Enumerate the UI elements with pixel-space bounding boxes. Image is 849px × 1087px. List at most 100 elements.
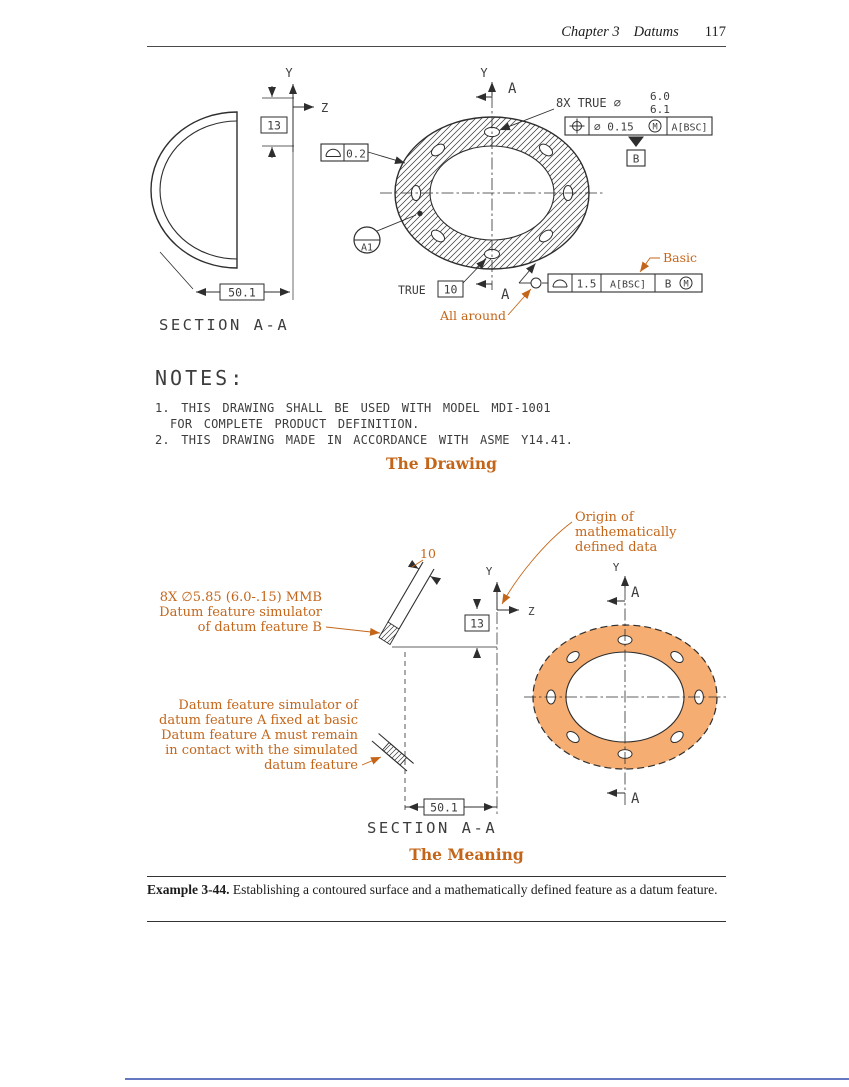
- y-axis-label: Y: [613, 561, 620, 574]
- dome-inner-profile: [159, 120, 238, 260]
- extension-line: [159, 251, 194, 290]
- sim-a-note-4: in contact with the simulated: [165, 743, 358, 758]
- leader-line: [518, 263, 536, 284]
- section-label: Datums: [633, 24, 679, 40]
- drawing-title: The Drawing: [385, 454, 498, 473]
- hole: [430, 143, 446, 157]
- simulator-b-leader: [325, 626, 381, 636]
- position-icon: [569, 118, 585, 134]
- basic-leader: [639, 257, 660, 273]
- datum-target-label: A1: [361, 243, 373, 254]
- notes-block: NOTES: 1. THIS DRAWING SHALL BE USED WIT…: [155, 366, 573, 448]
- leader-line: [367, 151, 406, 164]
- profile-value: 1.5: [577, 278, 597, 291]
- holes-callout-lower: 6.1: [650, 103, 670, 116]
- section-title: SECTION A-A: [367, 819, 497, 837]
- sim-a-note-3: Datum feature A must remain: [161, 728, 359, 743]
- section-a-top: A: [508, 81, 517, 97]
- dim-box-13: [260, 116, 288, 134]
- z-axis-label: Z: [528, 605, 535, 618]
- dim-box-true-10: [437, 280, 464, 298]
- simulator-a: [371, 733, 414, 772]
- target-point-icon: [417, 210, 423, 217]
- sim-a-note-1: Datum feature simulator of: [178, 698, 359, 713]
- profile-02-value: 0.2: [346, 148, 366, 161]
- dome-outer-profile: [150, 111, 238, 269]
- z-axis-label: Z: [321, 101, 328, 115]
- all-around-leader: [507, 288, 532, 316]
- hole: [566, 650, 580, 664]
- meaning-section-view: [325, 521, 573, 816]
- leader-line: [499, 108, 555, 131]
- dim-10-leader: [411, 559, 424, 568]
- page-edge-artifact: [125, 1078, 849, 1080]
- simulator-b: [378, 560, 442, 646]
- dim-arrow: [430, 575, 442, 585]
- hole: [538, 143, 554, 157]
- meaning-front-view: [524, 576, 726, 806]
- section-a-bottom: A: [501, 287, 510, 303]
- leader-line: [462, 258, 487, 284]
- dim-box-13: [464, 614, 490, 632]
- position-modifier: M: [652, 123, 657, 133]
- example-caption: Example 3-44. Establishing a contoured s…: [147, 880, 729, 899]
- hole: [430, 229, 446, 243]
- notes-heading: NOTES:: [155, 366, 246, 390]
- profile-icon: [552, 279, 568, 288]
- sim-a-note-2: datum feature A fixed at basic: [159, 713, 358, 728]
- profile-datum-2: B: [665, 278, 672, 291]
- caption-lead: Example 3-44.: [147, 882, 230, 897]
- all-around-note: All around: [439, 308, 506, 323]
- note-line-2: FOR COMPLETE PRODUCT DEFINITION.: [170, 417, 420, 431]
- holes-callout-upper: 6.0: [650, 90, 670, 103]
- origin-note-1: Origin of: [575, 510, 635, 525]
- simulator-a-leader: [361, 756, 382, 766]
- dim-box-50: [423, 798, 465, 816]
- holes-callout-prefix: 8X TRUE ∅: [556, 96, 621, 110]
- sim-a-note-5: datum feature: [264, 758, 358, 773]
- dim-13: 13: [267, 119, 281, 133]
- position-tolerance: ∅ 0.15: [594, 121, 634, 134]
- dim-box-50: [219, 283, 265, 301]
- true-label: TRUE: [398, 283, 426, 297]
- origin-leader: [501, 521, 573, 605]
- profile-icon: [325, 148, 341, 157]
- y-axis-label: Y: [480, 66, 488, 80]
- mmb-modifier-icon: [679, 276, 693, 290]
- datum-b-label: B: [633, 153, 640, 166]
- datum-target-a1: [353, 210, 423, 254]
- page-number: 117: [704, 24, 726, 40]
- dim-arrow: [407, 560, 419, 570]
- origin-note-3: defined data: [575, 540, 658, 555]
- sim-b-note-1: 8X ∅5.85 (6.0-.15) MMB: [160, 590, 322, 605]
- position-feature-control-frame: [564, 116, 713, 136]
- leader-line: [376, 214, 417, 232]
- y-axis-label: Y: [486, 565, 493, 578]
- profile-datum-1: A[BSC]: [610, 280, 646, 291]
- note-line-1: 1. THIS DRAWING SHALL BE USED WITH MODEL…: [155, 401, 551, 415]
- sim-b-note-3: of datum feature B: [198, 620, 322, 635]
- note-line-3: 2. THIS DRAWING MADE IN ACCORDANCE WITH …: [155, 433, 574, 447]
- hole: [670, 650, 684, 664]
- hatched-ring: [394, 116, 590, 270]
- true-value: 10: [444, 283, 458, 297]
- sim-b-note-2: Datum feature simulator: [159, 605, 323, 620]
- hole: [566, 730, 580, 744]
- profile-fcf-02: [320, 143, 406, 164]
- section-a-bottom: A: [631, 791, 640, 807]
- dim-10-note: 10: [420, 546, 436, 561]
- header-rule: [147, 46, 726, 47]
- profile-modifier: M: [683, 280, 688, 290]
- dim-50-1: 50.1: [430, 801, 458, 815]
- section-view: [150, 84, 314, 301]
- origin-note-2: mathematically: [575, 525, 677, 540]
- drawing-figure: Y Z 13 50.1 SECTION A-A: [150, 66, 713, 334]
- y-axis-label: Y: [285, 66, 293, 80]
- hole: [538, 229, 554, 243]
- caption-rule-top: [147, 876, 726, 877]
- mmc-modifier-icon: [648, 119, 662, 133]
- dim-13: 13: [470, 617, 484, 631]
- caption-body: Establishing a contoured surface and a m…: [229, 882, 718, 897]
